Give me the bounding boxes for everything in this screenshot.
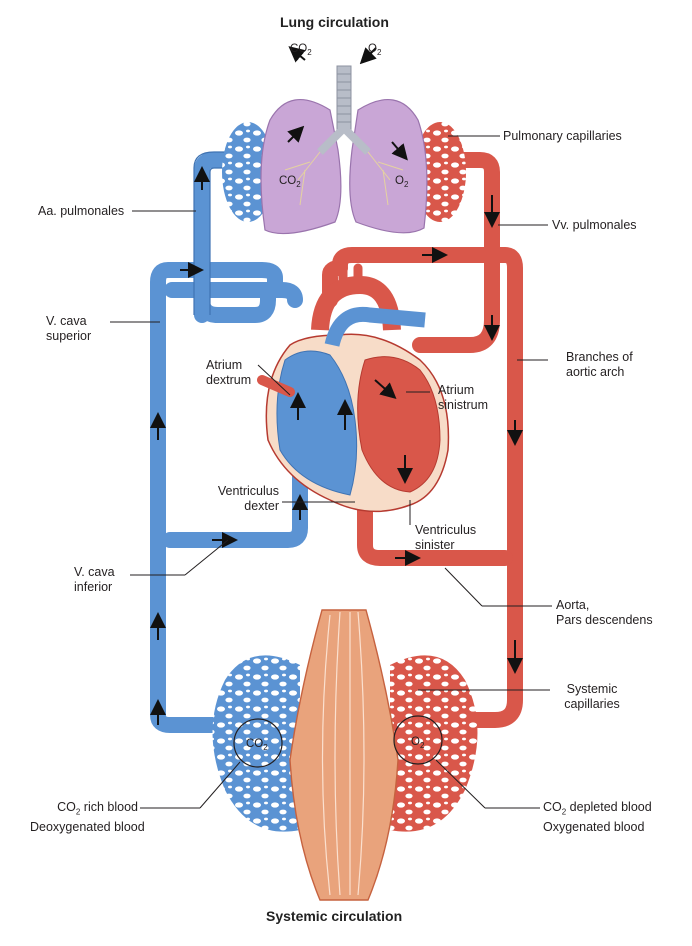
gas-exchange-circles <box>233 715 443 768</box>
label-atrium-dextrum: Atrium dextrum <box>206 358 252 387</box>
lungs <box>260 65 428 235</box>
label-co2-depleted-blood: CO2 depleted blood Oxygenated blood <box>543 800 652 834</box>
label-atrium-sinistrum: Atrium sinistrum <box>438 383 489 412</box>
label-ventriculus-sinister: Ventriculus sinister <box>415 523 477 552</box>
o2-lung-label: O2 <box>395 175 409 189</box>
label-co2-rich-blood: CO2 rich blood Deoxygenated blood <box>30 800 145 834</box>
label-branches-aortic-arch: Branches of aortic arch <box>566 350 633 379</box>
flow-arrows <box>150 46 523 725</box>
label-pulmonary-capillaries: Pulmonary capillaries <box>503 129 622 143</box>
o2-tissue-label: O2 <box>411 736 425 750</box>
label-ventriculus-dexter: Ventriculus dexter <box>217 484 279 513</box>
venous-vessels <box>150 152 308 733</box>
heart <box>257 275 450 513</box>
co2-tissue-label: CO2 <box>246 738 268 752</box>
leader-lines <box>110 135 552 809</box>
label-vv-pulmonales: Vv. pulmonales <box>552 218 637 232</box>
systemic-capillary-beds <box>212 655 478 832</box>
arterial-vessels <box>322 152 523 728</box>
o2-top-label: O2 <box>368 43 382 57</box>
muscle <box>289 609 399 901</box>
co2-lung-label: CO2 <box>279 175 301 189</box>
lung-capillary-beds <box>222 122 466 222</box>
label-aa-pulmonales: Aa. pulmonales <box>38 204 125 218</box>
co2-top-label: CO2 <box>290 43 312 57</box>
label-aorta-pars-descendens: Aorta, Pars descendens <box>556 598 653 627</box>
label-systemic-capillaries: Systemic capillaries <box>564 682 620 711</box>
systemic-circulation-title: Systemic circulation <box>266 908 403 924</box>
label-v-cava-superior: V. cava superior <box>46 314 92 343</box>
gas-labels: CO2 O2 CO2 O2 CO2 O2 <box>246 43 425 752</box>
label-v-cava-inferior: V. cava inferior <box>74 565 115 594</box>
lung-circulation-title: Lung circulation <box>280 14 389 30</box>
